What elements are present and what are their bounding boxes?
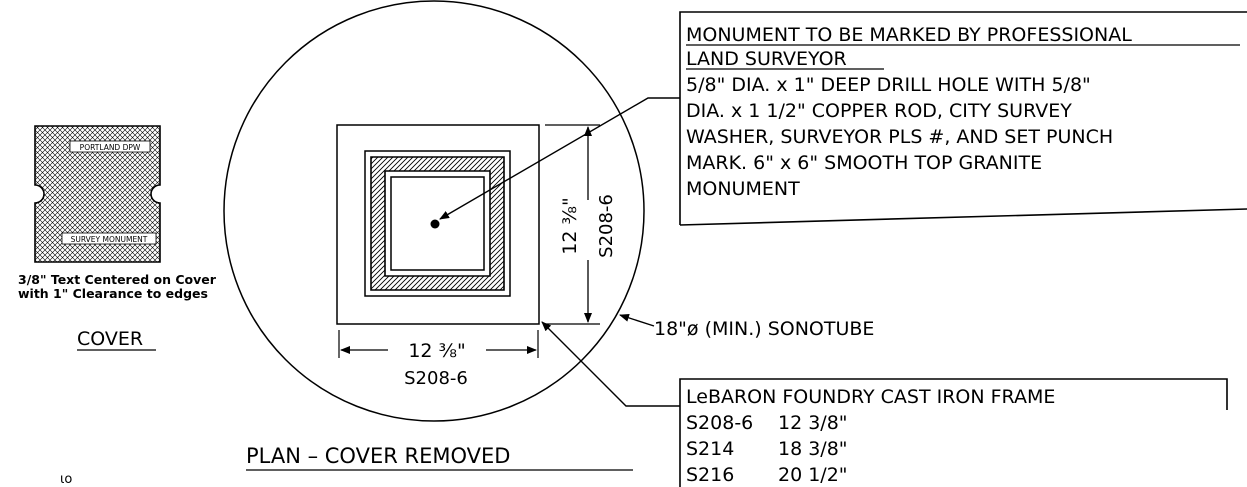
dim-v-model: S208-6: [596, 194, 617, 258]
plan-view: 12 ⅜" S208-6 12 ⅜" S208-6 PLAN – COVER R…: [223, 0, 645, 471]
cover-top-label-box: [69, 140, 151, 153]
sonotube-leader: [619, 313, 655, 327]
monument-note-line-1: 5/8" DIA. x 1" DEEP DRILL HOLE WITH 5/8": [686, 74, 1091, 96]
dim-v-value: 12 ⅜": [559, 197, 581, 254]
cover-top-label: PORTLAND DPW: [80, 143, 141, 152]
sonotube-circle: [223, 0, 645, 422]
frame-row-3-model: S216: [686, 464, 734, 486]
monument-note-heading-2: LAND SURVEYOR: [686, 48, 847, 70]
cover-detail: PORTLAND DPW SURVEY MONUMENT 3/8" Text C…: [18, 125, 217, 351]
monument-note-heading-1: MONUMENT TO BE MARKED BY PROFESSIONAL: [686, 24, 1132, 46]
frame-note-box: [679, 378, 1228, 487]
monument-note-box-bottom: [679, 208, 1247, 226]
frame-row-3-size: 20 1/2": [778, 464, 848, 486]
monument-leader: [439, 97, 680, 220]
cover-note-line-1: 3/8" Text Centered on Cover: [18, 272, 217, 287]
frame-outer-edge: [364, 150, 511, 297]
cover-bottom-label-box: [61, 232, 157, 245]
monument-note-line-4: MARK. 6" x 6" SMOOTH TOP GRANITE: [686, 152, 1042, 174]
survey-point-dot: [430, 219, 440, 229]
frame-note: LeBARON FOUNDRY CAST IRON FRAME S208-6 1…: [679, 378, 1228, 487]
corner-mark: ιo: [60, 472, 72, 487]
cast-iron-frame-hatch: [370, 156, 505, 291]
monument-note-line-5: MONUMENT: [686, 178, 800, 200]
monument-note-line-2: DIA. x 1 1/2" COPPER ROD, CITY SURVEY: [686, 100, 1072, 122]
monument-note-box: [679, 11, 1247, 225]
frame-row-2-size: 18 3/8": [778, 438, 848, 460]
monument-note: MONUMENT TO BE MARKED BY PROFESSIONAL LA…: [679, 11, 1247, 226]
cover-bottom-label: SURVEY MONUMENT: [71, 235, 148, 244]
frame-note-heading: LeBARON FOUNDRY CAST IRON FRAME: [686, 386, 1055, 408]
monument-note-line-3: WASHER, SURVEYOR PLS #, AND SET PUNCH: [686, 126, 1113, 148]
cover-note-line-2: with 1" Clearance to edges: [18, 286, 208, 301]
frame-row-1-size: 12 3/8": [778, 412, 848, 434]
frame-leader: [541, 321, 680, 407]
dim-h-value: 12 ⅜": [408, 340, 465, 362]
cover-plate: [34, 125, 161, 263]
dim-h-model: S208-6: [404, 368, 468, 389]
sonotube-label: 18"ø (MIN.) SONOTUBE: [654, 318, 874, 340]
plan-title: PLAN – COVER REMOVED: [246, 444, 510, 468]
frame-row-2-model: S214: [686, 438, 734, 460]
frame-row-1-model: S208-6: [686, 412, 753, 434]
cover-title: COVER: [77, 328, 143, 350]
